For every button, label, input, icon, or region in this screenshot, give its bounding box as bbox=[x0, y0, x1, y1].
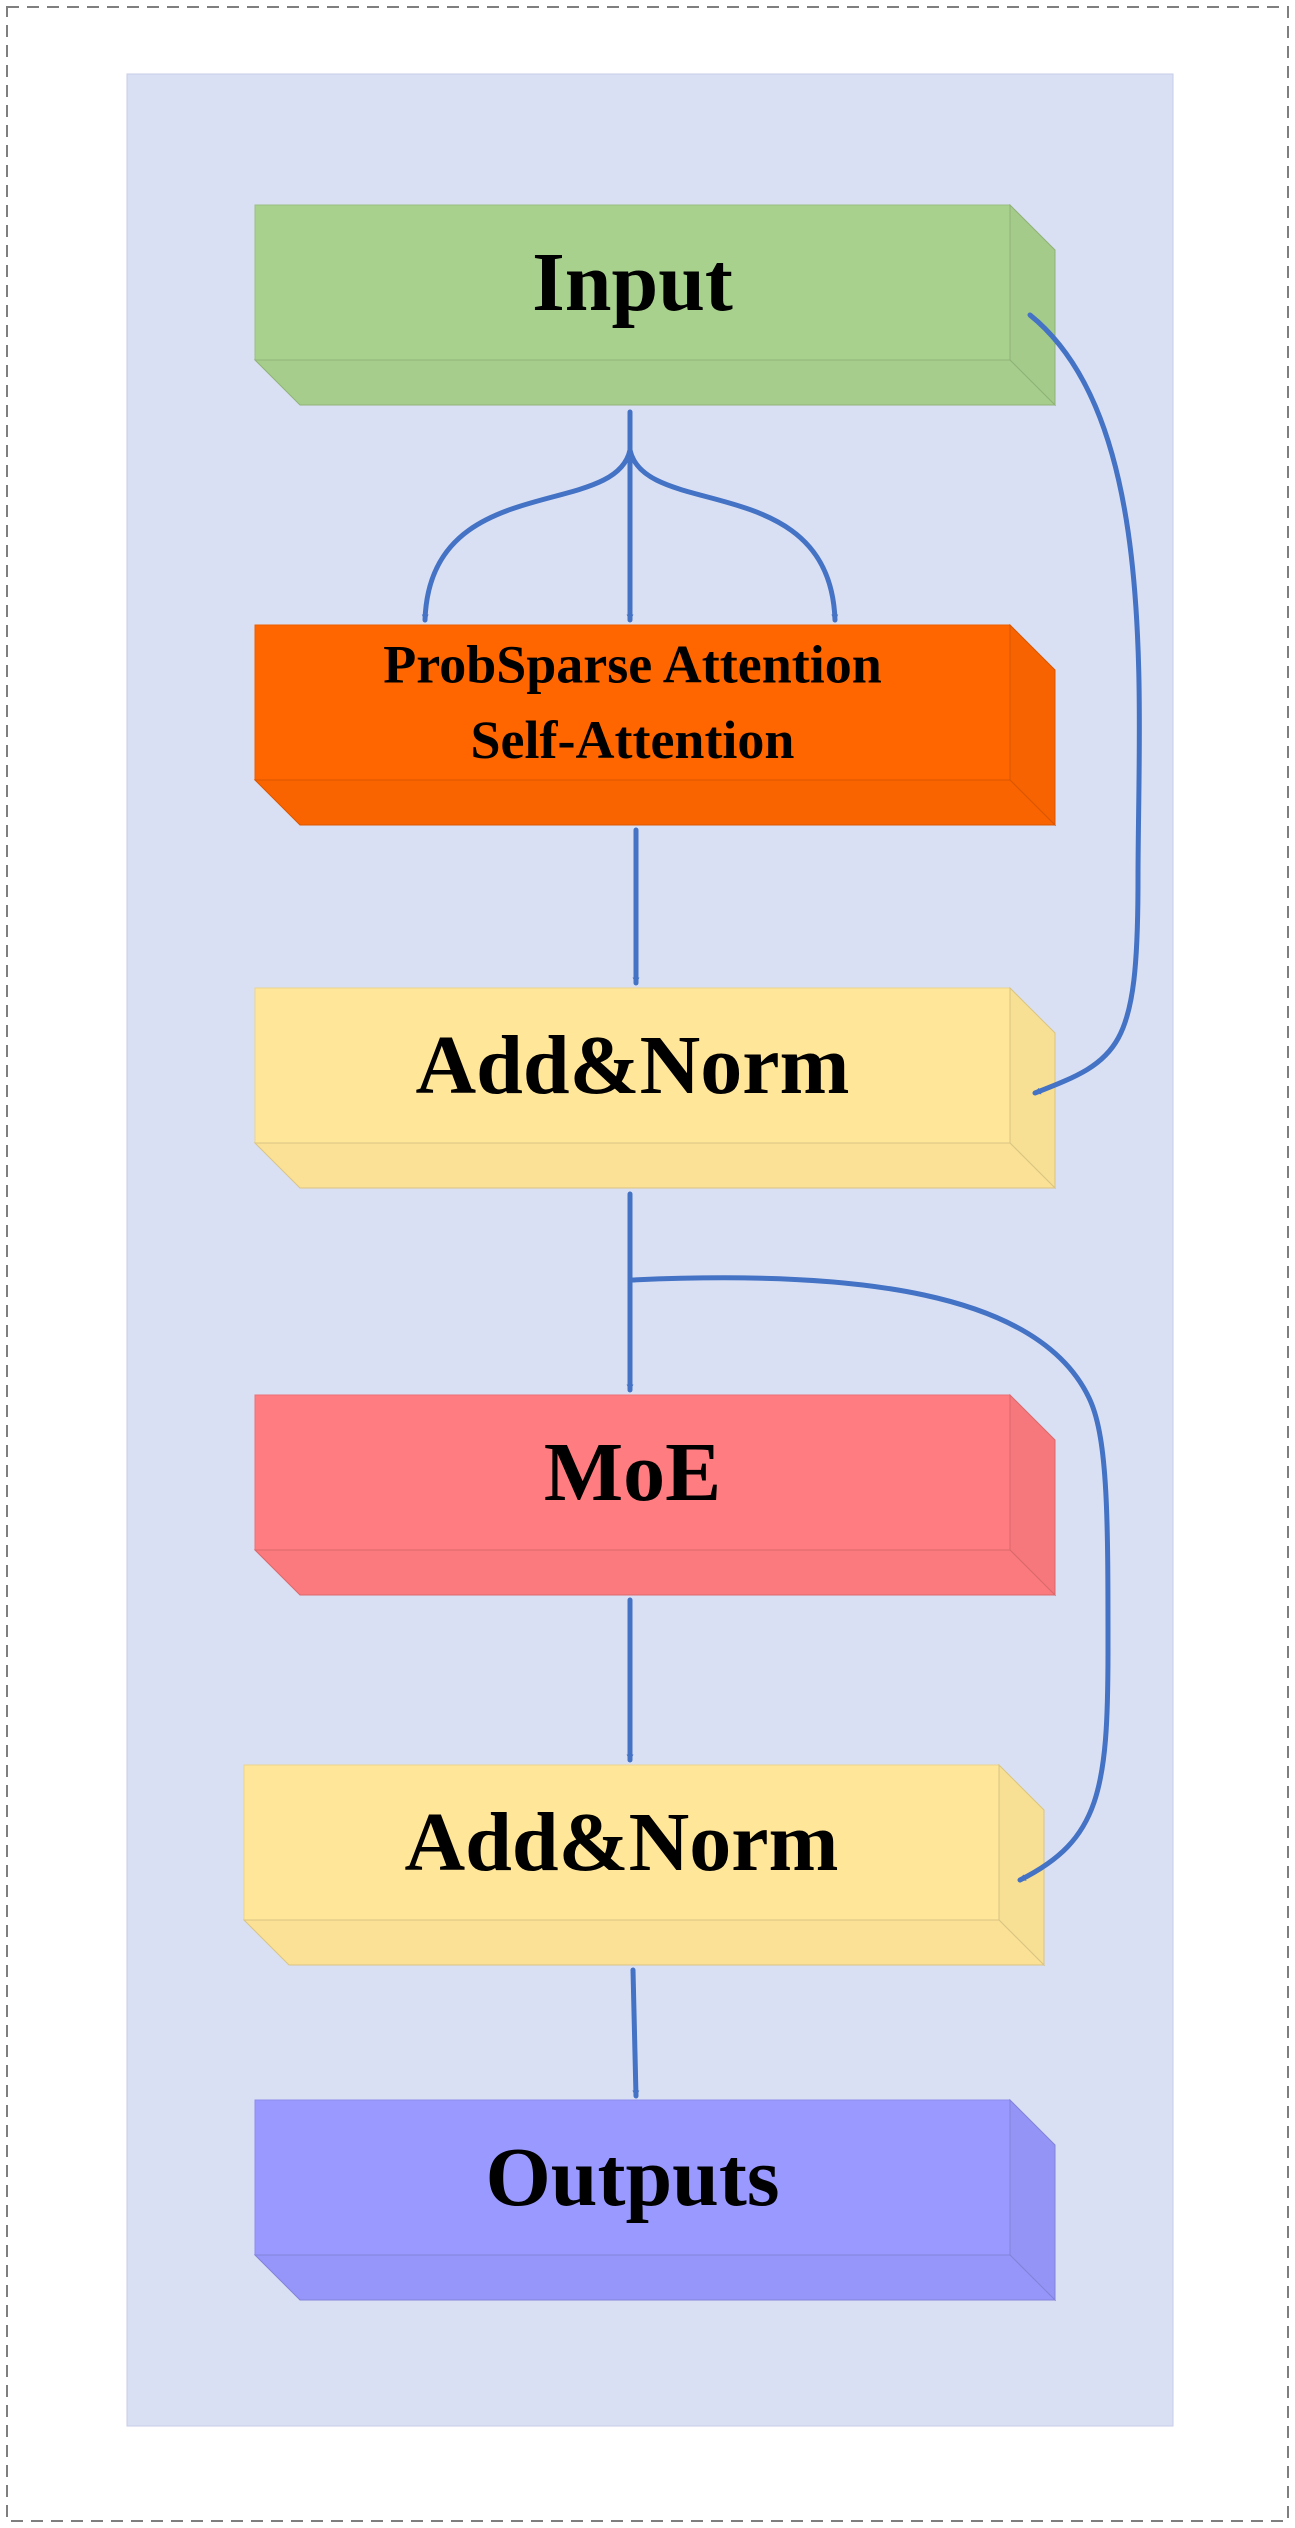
block-moe-bottom-face bbox=[253, 1549, 1057, 1596]
block-outputs-front-face bbox=[254, 2099, 1011, 2256]
block-input-front-face bbox=[254, 204, 1011, 361]
block-add-norm-1-front-face bbox=[254, 987, 1011, 1144]
block-add-norm-1: Add&Norm bbox=[253, 986, 1057, 1190]
block-add-norm-1-bottom-face bbox=[253, 1142, 1057, 1189]
arrow-add-norm-1-residual-to-add-norm-2 bbox=[629, 1275, 1111, 1883]
block-input-bottom-face bbox=[253, 359, 1057, 406]
arrows-layer bbox=[421, 312, 1142, 2099]
background-panel bbox=[126, 73, 1174, 2427]
block-moe-front-face bbox=[254, 1394, 1011, 1551]
block-add-norm-2-bottom-face bbox=[242, 1919, 1046, 1966]
block-add-norm-1-label: Add&Norm bbox=[416, 1019, 850, 1112]
block-add-norm-2-front-face bbox=[243, 1764, 1000, 1921]
block-add-norm-2-label: Add&Norm bbox=[405, 1796, 839, 1889]
block-outputs-bottom-face bbox=[253, 2254, 1057, 2301]
block-probsparse-attention-label-1: ProbSparse Attention bbox=[383, 635, 882, 695]
block-probsparse-attention-label-2: Self-Attention bbox=[471, 710, 795, 770]
arrow-input-to-attention-left bbox=[421, 447, 633, 623]
block-moe-label: MoE bbox=[544, 1426, 721, 1519]
block-outputs-label: Outputs bbox=[485, 2131, 779, 2224]
arrow-input-residual-to-add-norm-1 bbox=[1027, 312, 1142, 1096]
block-probsparse-attention-bottom-face bbox=[253, 779, 1057, 826]
arrow-input-to-attention-right bbox=[627, 447, 839, 623]
block-add-norm-2: Add&Norm bbox=[242, 1763, 1046, 1967]
block-moe: MoE bbox=[253, 1393, 1057, 1597]
block-probsparse-attention-front-face bbox=[254, 624, 1011, 781]
block-input-label: Input bbox=[532, 236, 733, 329]
block-outputs: Outputs bbox=[253, 2098, 1057, 2302]
block-input: Input bbox=[253, 203, 1057, 407]
arrow-add-norm-2-to-outputs bbox=[630, 1967, 640, 2099]
